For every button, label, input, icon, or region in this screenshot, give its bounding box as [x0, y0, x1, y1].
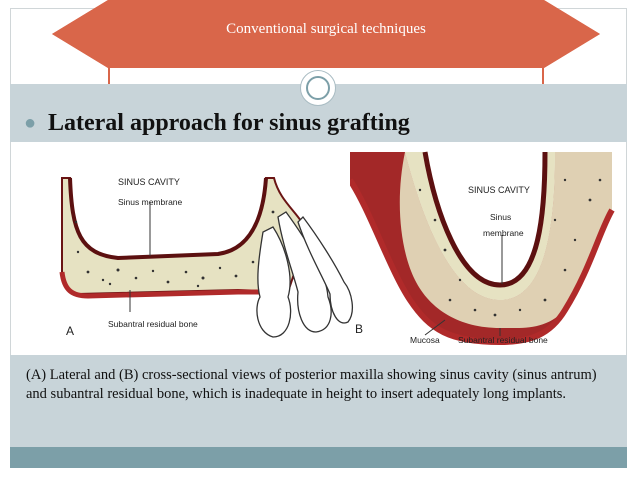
label-sinus-cavity-a: SINUS CAVITY — [118, 177, 180, 187]
heading-text: Lateral approach for sinus grafting — [48, 109, 410, 136]
label-subantral-bone-a: Subantral residual bone — [108, 319, 198, 329]
label-sinus-membrane-b-line2: membrane — [483, 228, 524, 238]
figure-a-lateral-view: SINUS CAVITY Sinus membrane Subantral re… — [58, 172, 358, 347]
figure-caption: (A) Lateral and (B) cross-sectional view… — [26, 367, 597, 402]
label-sinus-membrane-b-line1: Sinus — [490, 212, 512, 222]
panel-label-a: A — [66, 324, 75, 338]
divider-ring-icon — [300, 70, 336, 106]
heading-band — [10, 100, 627, 142]
caption-band — [10, 355, 627, 447]
label-mucosa-b: Mucosa — [410, 335, 440, 345]
label-sinus-membrane-a: Sinus membrane — [118, 197, 183, 207]
figure-a-drawing — [59, 177, 354, 338]
bullet-icon: ● — [24, 112, 37, 134]
panel-label-b: B — [355, 322, 364, 336]
figure-b-cross-section: SINUS CAVITY Sinus membrane Mucosa Suban… — [347, 150, 615, 350]
label-subantral-bone-b: Subantral residual bone — [458, 335, 548, 345]
label-sinus-cavity-b: SINUS CAVITY — [468, 185, 530, 195]
banner-title: Conventional surgical techniques — [226, 20, 426, 37]
bottom-band — [10, 447, 627, 468]
figure-b-drawing — [347, 151, 615, 346]
slide-heading: ● Lateral approach for sinus grafting — [24, 108, 410, 138]
